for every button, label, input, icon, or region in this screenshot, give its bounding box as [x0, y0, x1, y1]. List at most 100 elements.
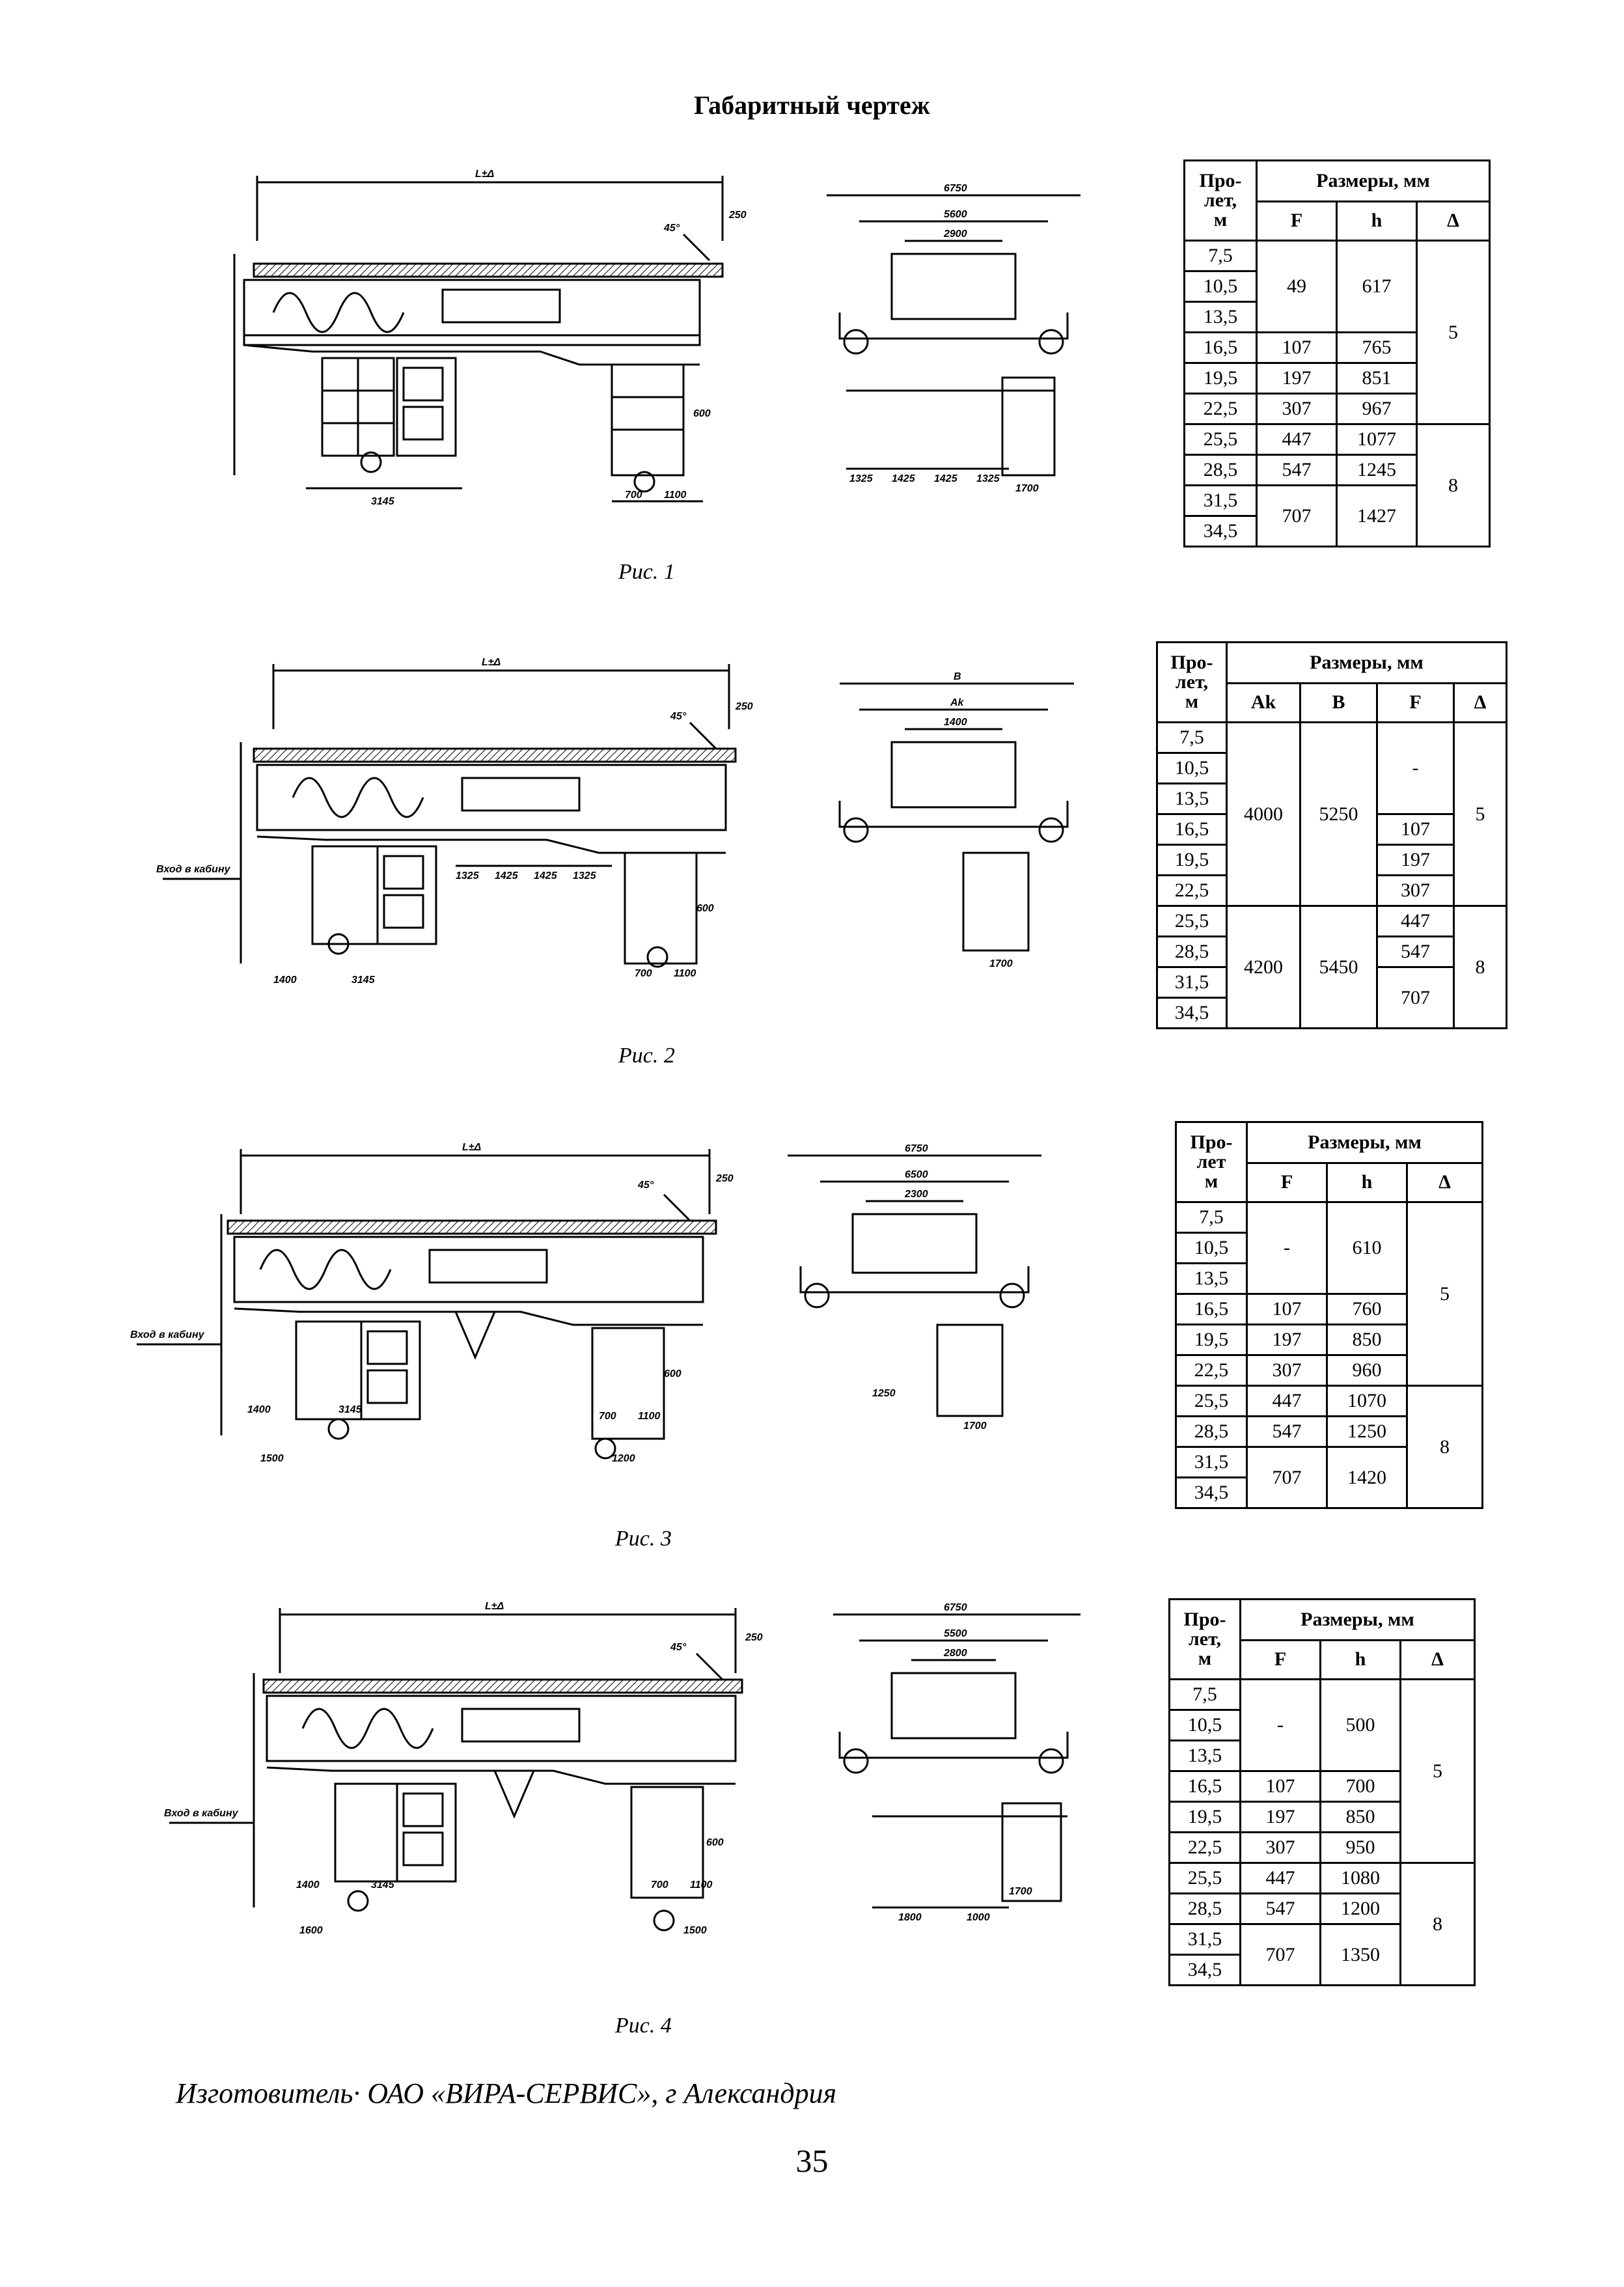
table-cell: 25,5 — [1156, 905, 1228, 937]
table-cell: 851 — [1336, 362, 1418, 395]
table-cell: 22,5 — [1175, 1354, 1248, 1387]
table-cell: 967 — [1336, 393, 1418, 425]
table-cell: 25,5 — [1175, 1385, 1248, 1417]
table-cell: 28,5 — [1168, 1892, 1241, 1925]
table-cell: 49 — [1256, 240, 1338, 333]
table-cell: 13,5 — [1156, 783, 1228, 815]
table-cell: - — [1239, 1678, 1321, 1772]
table-cell: 5 — [1406, 1201, 1483, 1387]
fig2-dim-1325a: 1325 — [456, 870, 480, 881]
table-cell: 8 — [1399, 1862, 1476, 1986]
fig3-dim-3145: 3145 — [338, 1404, 363, 1415]
table-cell: 197 — [1239, 1801, 1321, 1833]
table-cell: 950 — [1319, 1831, 1401, 1864]
figure-2-caption: Рис. 2 — [618, 1044, 675, 1068]
figure-4-caption: Рис. 4 — [615, 2014, 672, 2038]
figure-1-caption: Рис. 1 — [618, 560, 675, 584]
table-cell: 1420 — [1326, 1446, 1408, 1509]
table-cell: 447 — [1246, 1385, 1328, 1417]
table-cell: 107 — [1376, 813, 1455, 846]
table-cell: 22,5 — [1168, 1831, 1241, 1864]
table-cell: 1245 — [1336, 454, 1418, 486]
figure-2-end-view: B Ak 1400 1700 — [820, 658, 1094, 970]
fig1-dim-1100: 1100 — [664, 490, 687, 501]
table-cell: 7,5 — [1175, 1201, 1248, 1234]
table-cell: 1070 — [1326, 1385, 1408, 1417]
fig4-dim-700: 700 — [651, 1879, 668, 1891]
fig1-end-6750: 6750 — [944, 183, 967, 194]
table-cell: 22,5 — [1183, 393, 1258, 425]
table-cell: 16,5 — [1156, 813, 1228, 846]
fig2-dim-1425a: 1425 — [495, 870, 519, 881]
fig3-dim-700: 700 — [599, 1411, 616, 1422]
figure-3-end-view: 6750 6500 2300 1250 1700 — [781, 1143, 1054, 1442]
fig3-span-label: L±Δ — [462, 1142, 482, 1153]
fig4-span-label: L±Δ — [485, 1601, 504, 1612]
fig3-dim-1400: 1400 — [247, 1404, 271, 1415]
table-cell: 5 — [1399, 1678, 1476, 1864]
fig2-dim-1325b: 1325 — [573, 870, 597, 881]
fig1-end-1700: 1700 — [1015, 483, 1039, 494]
table-cell: 107 — [1246, 1293, 1328, 1325]
table-cell: 1077 — [1336, 423, 1418, 456]
table-header-span: Про- лет, м — [1156, 641, 1228, 723]
fig2-dim-1400: 1400 — [273, 975, 297, 986]
table-header-col: F — [1239, 1639, 1321, 1681]
table-header-col: h — [1319, 1639, 1401, 1681]
table-cell: 707 — [1239, 1923, 1321, 1986]
table-cell: 13,5 — [1175, 1262, 1248, 1295]
fig1-end-1425b: 1425 — [934, 473, 958, 484]
fig1-angle: 45° — [663, 223, 680, 234]
fig1-dim-600: 600 — [693, 408, 711, 419]
fig3-end-6750: 6750 — [905, 1143, 928, 1154]
table-cell: 197 — [1256, 362, 1338, 395]
table-header-col: Δ — [1416, 200, 1491, 242]
table-header-col: B — [1299, 682, 1378, 724]
table-cell: 447 — [1256, 423, 1338, 456]
table-header-col: h — [1336, 200, 1418, 242]
fig4-entry-label: Вход в кабину — [164, 1808, 239, 1819]
table-cell: 760 — [1326, 1293, 1408, 1325]
fig4-dim-1400: 1400 — [296, 1879, 320, 1891]
table-cell: 5 — [1416, 240, 1491, 425]
fig4-end-2800: 2800 — [943, 1648, 967, 1659]
figure-2-side-view: L±Δ Вход в кабину 3145 1400 700 1100 600… — [156, 651, 794, 1003]
table-cell: 850 — [1326, 1324, 1408, 1356]
table-cell: 31,5 — [1156, 966, 1228, 999]
table-cell: 7,5 — [1168, 1678, 1241, 1711]
table-cell: 307 — [1256, 393, 1338, 425]
table-cell: 5 — [1453, 721, 1507, 907]
fig1-dim-250: 250 — [728, 210, 747, 221]
fig3-end-1250: 1250 — [872, 1388, 896, 1399]
table-header-col: F — [1256, 200, 1338, 242]
page-number: 35 — [795, 2142, 829, 2179]
table-cell: 500 — [1319, 1678, 1401, 1772]
fig4-dim-250: 250 — [745, 1632, 763, 1643]
fig2-dim-250: 250 — [735, 701, 753, 712]
fig4-end-6750: 6750 — [944, 1602, 967, 1613]
fig3-end-2300: 2300 — [904, 1189, 928, 1200]
table-cell: - — [1246, 1201, 1328, 1295]
table-cell: 447 — [1239, 1862, 1321, 1894]
fig2-dim-600: 600 — [696, 903, 714, 914]
fig3-dim-1200: 1200 — [612, 1453, 635, 1464]
table-cell: 16,5 — [1183, 331, 1258, 364]
figure-3-side-view: L±Δ Вход в кабину 3145 1400 1500 1200 70… — [130, 1136, 768, 1488]
table-cell: 28,5 — [1156, 936, 1228, 968]
fig1-end-1325a: 1325 — [849, 473, 874, 484]
fig3-angle: 45° — [637, 1180, 654, 1191]
table-cell: 707 — [1246, 1446, 1328, 1509]
table-cell: 1427 — [1336, 484, 1418, 547]
fig2-dim-1100: 1100 — [674, 968, 696, 979]
table-cell: 617 — [1336, 240, 1418, 333]
table-cell: 10,5 — [1168, 1709, 1241, 1741]
table-cell: 197 — [1376, 844, 1455, 876]
table-header-group: Размеры, мм — [1256, 159, 1491, 202]
table-cell: 547 — [1256, 454, 1338, 486]
table-cell: 307 — [1376, 874, 1455, 907]
table-cell: 22,5 — [1156, 874, 1228, 907]
